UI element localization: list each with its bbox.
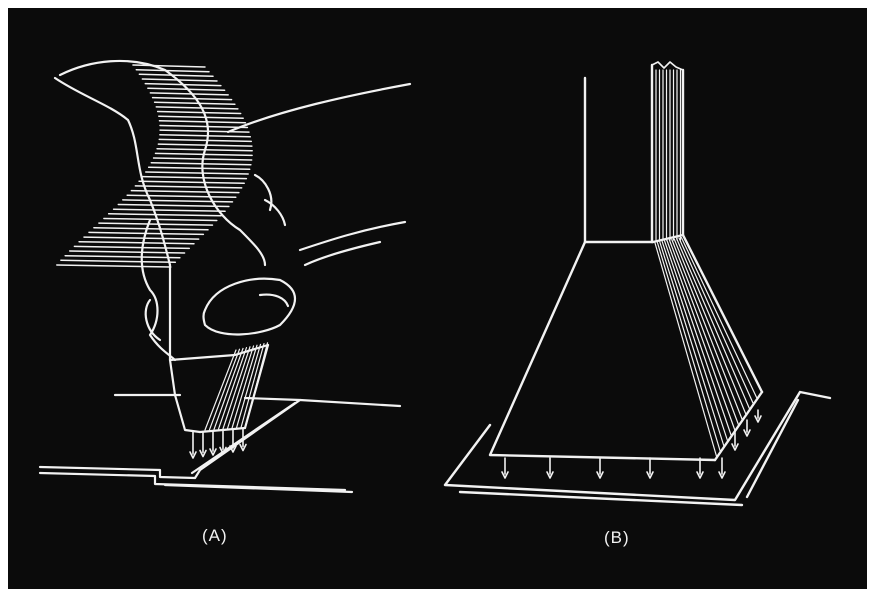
hatch-stroke [155,102,235,104]
hatch-stroke [79,242,194,244]
hatch-stroke [84,237,199,239]
hatch-stroke [104,219,217,221]
hatch-stroke [159,116,243,118]
taper-fiber [662,242,728,442]
hatch-stroke [150,93,228,95]
hatch-stroke [99,223,213,225]
hatch-stroke [136,70,209,72]
arrow-down [200,432,206,457]
panel-a-top-plate [115,395,400,478]
tip-fiber [214,348,243,429]
arrow-down [220,431,226,454]
hatch-stroke [135,186,241,188]
hatch-stroke [156,107,238,109]
panel-b [445,62,830,505]
hatch-stroke [139,181,244,183]
arrow-down [719,458,725,478]
hatch-stroke [160,130,249,132]
taper-edge [715,392,762,460]
arrow-down [502,458,508,478]
tip-fiber [223,347,250,429]
hatch-stroke [133,65,205,67]
hatch-stroke [158,112,241,114]
hatch-stroke [118,205,229,207]
hatch-stroke [57,265,171,267]
hatch-stroke [160,126,247,128]
arrow-down [210,431,216,455]
label-a: (A) [202,526,228,546]
figure-drawing [8,8,867,589]
panel-b-plate [445,392,830,505]
column-top-ends [652,62,683,70]
taper-fiber [665,241,732,436]
arrow-down [755,410,761,422]
label-b: (B) [604,528,630,548]
hatch-stroke [94,228,208,230]
hatch-stroke [61,260,175,262]
arrow-down [744,420,750,436]
arrow-down [230,430,236,452]
hatch-stroke [114,209,226,211]
hatch-stroke [139,74,213,76]
hatch-stroke [149,167,250,169]
hatch-stroke [153,98,232,100]
arrow-down [547,458,553,478]
taper-fiber [660,242,724,447]
figure-frame: (A) (B) [8,8,867,589]
hatch-stroke [89,232,203,234]
panel-b-taper [490,235,715,460]
hatch-stroke [151,163,251,165]
hatch-stroke [160,135,250,137]
panel-b-fibers [652,62,762,460]
panel-a-bundle-hatching [55,61,265,267]
hatch-stroke [160,121,246,123]
panel-b-arrows [502,410,761,478]
arrow-down [190,432,196,458]
arrow-down [647,458,653,478]
hatch-stroke [146,172,248,174]
panel-b-column [585,65,683,242]
arrow-down [597,458,603,478]
hatch-stroke [123,200,233,202]
hatch-stroke [74,246,189,248]
panel-a [40,61,410,492]
hatch-stroke [127,195,236,197]
hatch-stroke [65,256,180,258]
hatch-stroke [143,177,247,179]
hatch-stroke [159,139,251,141]
arrow-down [697,458,703,478]
hatch-stroke [109,214,221,216]
